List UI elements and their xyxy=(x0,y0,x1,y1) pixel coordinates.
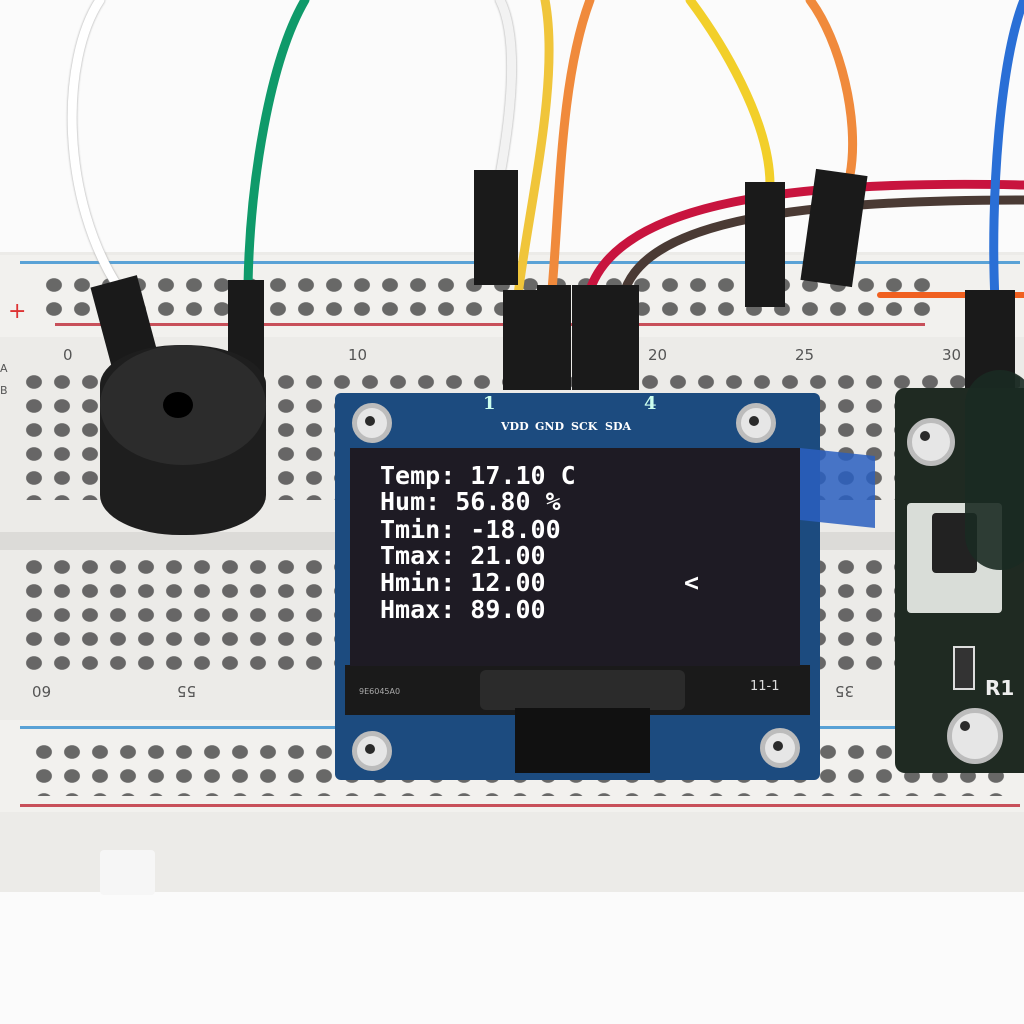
temp-line: Temp: 17.10 C xyxy=(380,461,576,490)
column-number: 10 xyxy=(348,346,368,364)
mounting-hole xyxy=(736,403,776,443)
pin-1-label: 1 xyxy=(483,393,496,414)
hum-line: Hum: 56.80 % xyxy=(380,487,561,516)
pin-vdd: VDD xyxy=(501,420,529,433)
knob xyxy=(965,370,1024,570)
protective-film-tab xyxy=(800,448,875,528)
row-letter: B xyxy=(0,384,8,397)
pin-4-label: 4 xyxy=(644,393,657,414)
flex-cable: 9E6045A0 11-1 xyxy=(345,665,810,715)
hmax-line: Hmax: 89.00 xyxy=(380,595,546,624)
hmin-line: Hmin: 12.00 xyxy=(380,568,546,597)
pin-sck: SCK xyxy=(571,420,598,433)
pin-sda: SDA xyxy=(605,420,632,433)
plus-sign: + xyxy=(8,299,27,324)
flex-label: 11-1 xyxy=(750,679,780,694)
mounting-hole xyxy=(352,731,392,771)
tmin-line: Tmin: -18.00 xyxy=(380,515,561,544)
row-letter: A xyxy=(0,362,8,375)
column-number: 20 xyxy=(648,346,668,364)
tmax-line: Tmax: 21.00 xyxy=(380,541,546,570)
menu-cursor: < xyxy=(684,568,700,597)
module-label: R1 xyxy=(985,676,1015,700)
mounting-hole xyxy=(760,728,800,768)
mounting-hole xyxy=(352,403,392,443)
flex-code: 9E6045A0 xyxy=(359,687,401,696)
buzzer-hole xyxy=(163,392,193,418)
ic-chip xyxy=(515,708,650,773)
column-number: 0 xyxy=(63,346,73,364)
column-number: 25 xyxy=(795,346,815,364)
column-number: 30 xyxy=(942,346,962,364)
pin-gnd: GND xyxy=(535,420,564,433)
oled-screen xyxy=(350,448,800,666)
